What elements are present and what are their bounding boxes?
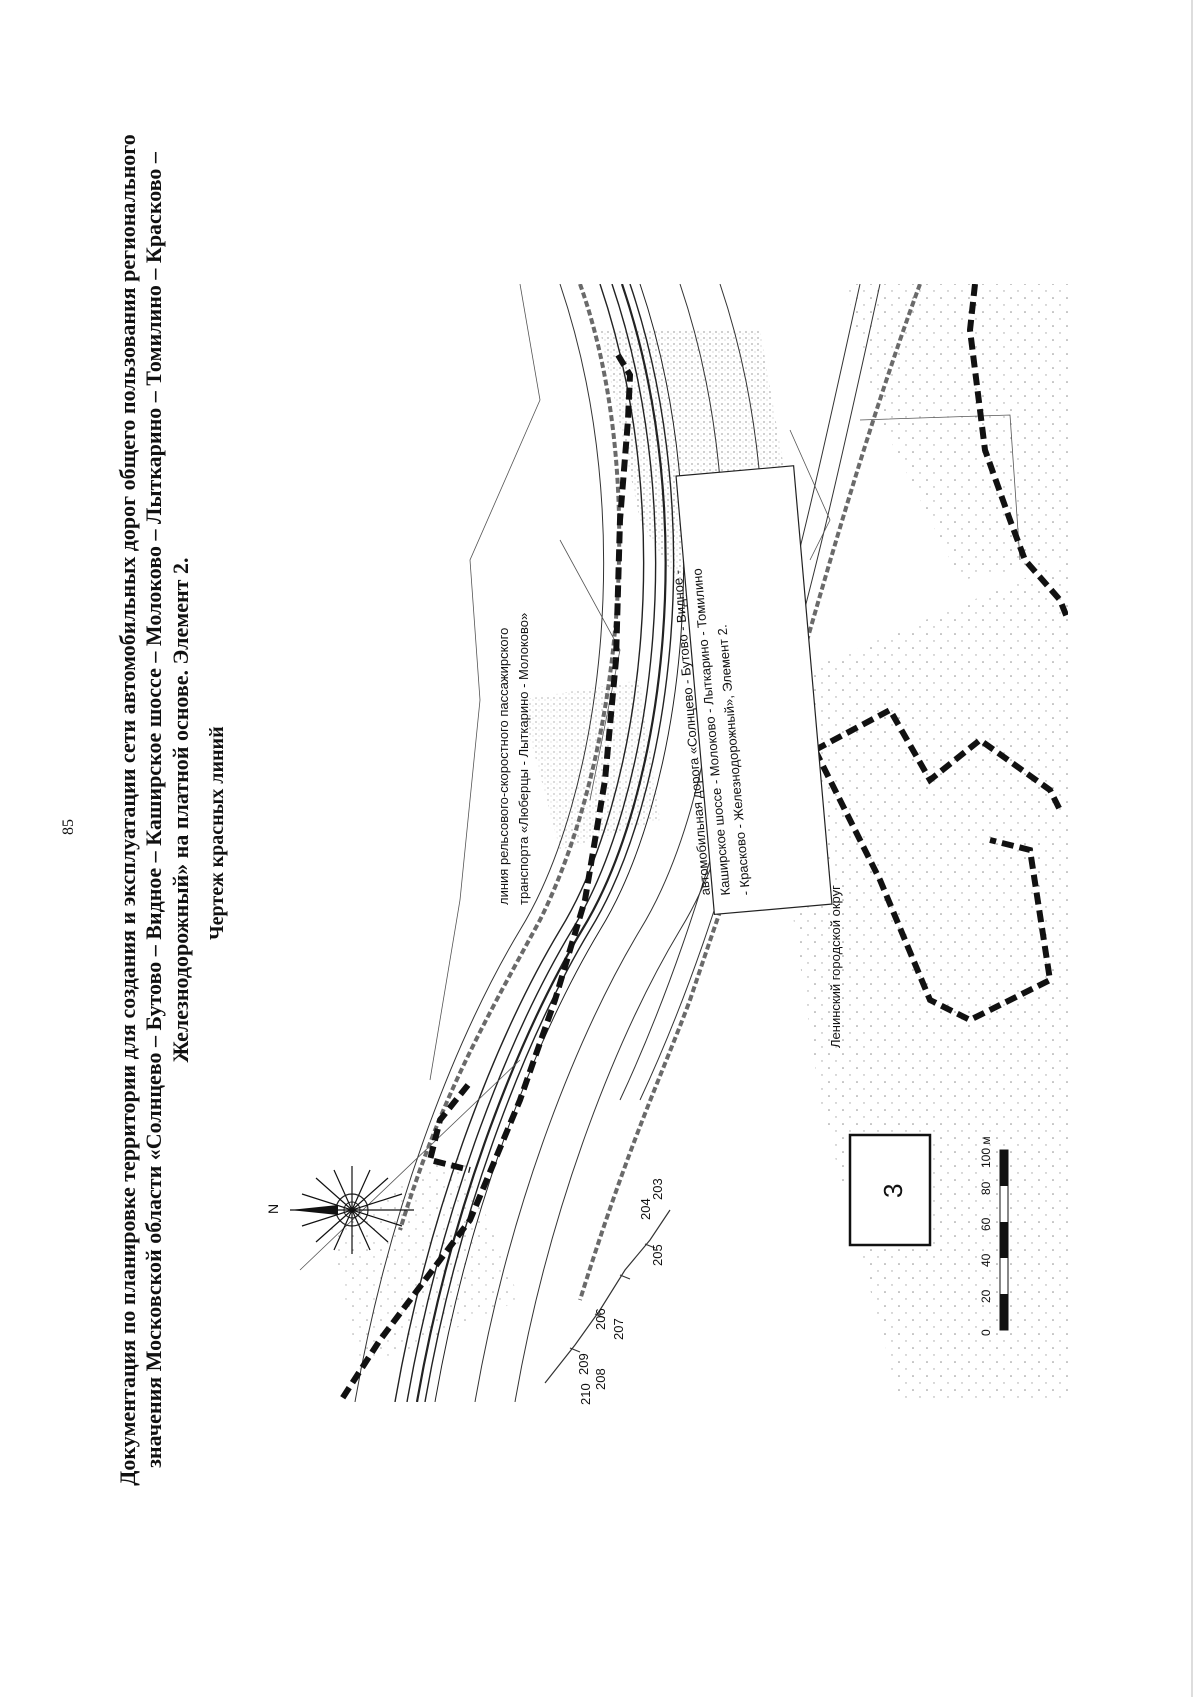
point-number: 203 xyxy=(650,1178,665,1200)
scale-tick-label: 20 xyxy=(979,1289,993,1303)
scale-tick-label: 100 м xyxy=(979,1136,993,1168)
scale-tick-label: 0 xyxy=(979,1329,993,1336)
point-number: 208 xyxy=(593,1368,608,1390)
point-number: 206 xyxy=(593,1308,608,1330)
north-label: N xyxy=(265,1204,281,1214)
scale-tick-label: 40 xyxy=(979,1253,993,1267)
scale-bar-ticks: 0 20 40 60 80 100 м xyxy=(979,1136,993,1336)
map-area: N xyxy=(265,284,1068,1402)
point-number: 209 xyxy=(576,1353,591,1375)
road-label-box xyxy=(675,465,833,916)
point-number: 207 xyxy=(611,1318,626,1340)
scale-tick-label: 60 xyxy=(979,1217,993,1231)
planned-red-lines xyxy=(337,284,1068,1402)
compass-rose-icon: N xyxy=(265,1166,414,1254)
scale-tick-label: 80 xyxy=(979,1181,993,1195)
point-numbers: 203 204 205 206 207 208 209 210 xyxy=(576,1178,665,1405)
terrain-texture xyxy=(760,560,1068,1402)
boundary-lines xyxy=(299,284,1021,1271)
point-number: 210 xyxy=(578,1383,593,1405)
sheet-number-box xyxy=(848,1133,932,1247)
scale-bar xyxy=(999,1149,1009,1331)
terrain-texture xyxy=(845,284,1068,580)
rail-line-label-2: транспорта «Люберцы - Лыткарино - Молоко… xyxy=(516,613,531,905)
fence-line xyxy=(544,1209,671,1384)
vegetation-texture xyxy=(520,680,660,850)
rail-line-label-1: линия рельсового-скоростного пассажирско… xyxy=(496,628,511,905)
point-number: 204 xyxy=(638,1198,653,1220)
district-label: Ленинский городской округ xyxy=(828,885,843,1048)
point-number: 205 xyxy=(650,1244,665,1266)
sheet-number: 3 xyxy=(878,1184,908,1198)
